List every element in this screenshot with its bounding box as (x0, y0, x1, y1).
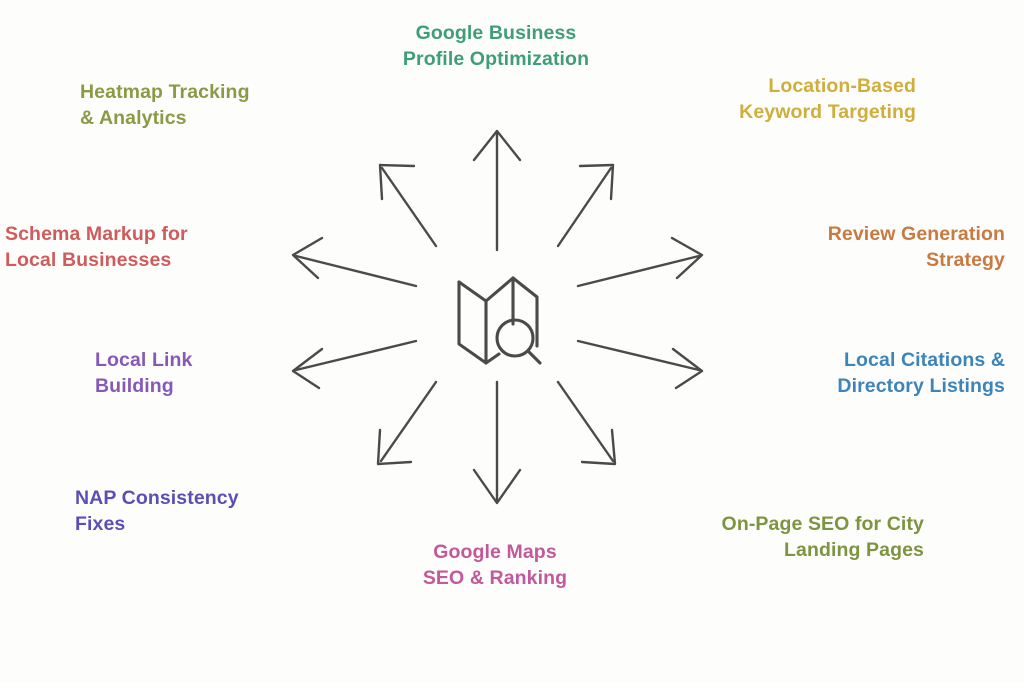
arrow-down (472, 380, 522, 505)
arrow-left-down (291, 339, 418, 390)
arrow-down-right (556, 380, 617, 466)
spoke-label-local-citations-directory-listings[interactable]: Local Citations & Directory Listings (837, 349, 1005, 397)
arrow-up-left (378, 163, 438, 248)
arrow-right-down (576, 339, 704, 390)
spoke-label-google-maps-seo-ranking[interactable]: Google Maps SEO & Ranking (422, 541, 568, 589)
spoke-label-review-generation-strategy[interactable]: Review Generation Strategy (827, 223, 1005, 271)
spoke-label-nap-consistency-fixes[interactable]: NAP Consistency Fixes (75, 487, 239, 535)
arrow-up-right (556, 163, 615, 248)
arrow-down-left (376, 380, 438, 466)
map-search-icon (457, 276, 542, 365)
spoke-label-on-page-seo-city-landing-pages[interactable]: On-Page SEO for City Landing Pages (721, 513, 924, 561)
spoke-label-schema-markup-local-businesses[interactable]: Schema Markup for Local Businesses (5, 223, 188, 271)
spoke-label-google-business-profile-optimization[interactable]: Google Business Profile Optimization (402, 22, 590, 70)
arrow-left-up (291, 236, 418, 288)
spoke-label-location-based-keyword-targeting[interactable]: Location-Based Keyword Targeting (739, 75, 916, 123)
spoke-label-local-link-building[interactable]: Local Link Building (95, 349, 193, 397)
arrow-up (472, 129, 522, 252)
arrow-right-up (576, 236, 704, 288)
spoke-label-heatmap-tracking-analytics[interactable]: Heatmap Tracking & Analytics (80, 81, 250, 129)
